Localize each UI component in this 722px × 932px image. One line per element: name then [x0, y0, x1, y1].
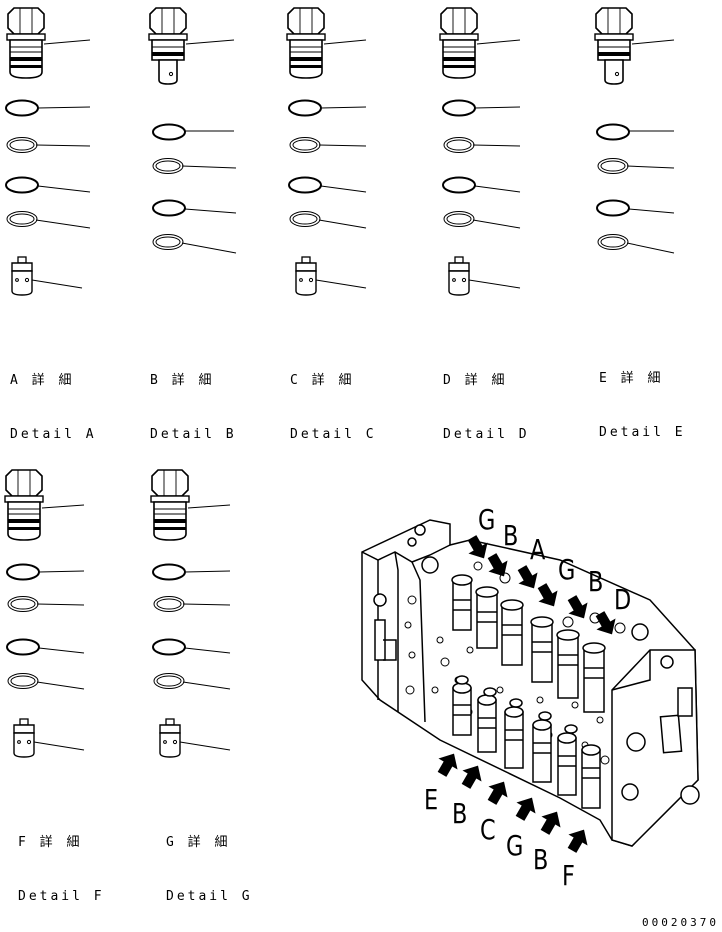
caption-detail-c: C 詳 細 Detail C: [290, 336, 377, 462]
callout-top-4: G: [558, 553, 576, 586]
detail-f-parts: [4, 469, 85, 758]
caption-jp: C 詳 細: [290, 373, 355, 388]
caption-detail-d: D 詳 細 Detail D: [443, 336, 530, 462]
callout-top-3: A: [530, 533, 546, 566]
control-valve-assembly: [361, 519, 700, 847]
detail-c-parts: [286, 7, 367, 296]
caption-detail-a: A 詳 細 Detail A: [10, 336, 97, 462]
callout-top-6: D: [614, 583, 632, 616]
callout-bottom-5: B: [533, 843, 549, 876]
callout-top-1: G: [478, 503, 496, 536]
caption-en: Detail C: [290, 427, 377, 442]
caption-en: Detail B: [150, 427, 237, 442]
callout-bottom-3: C: [480, 813, 496, 846]
caption-detail-f: F 詳 細 Detail F: [18, 798, 105, 924]
detail-a-parts: [5, 7, 91, 296]
caption-en: Detail A: [10, 427, 97, 442]
callout-bottom-6: F: [562, 859, 575, 892]
caption-jp: B 詳 細: [150, 373, 215, 388]
detail-b-parts: [148, 7, 237, 254]
document-number: 00020370: [642, 916, 719, 929]
callout-bottom-1: E: [424, 783, 439, 816]
caption-en: Detail D: [443, 427, 530, 442]
detail-g-parts: [150, 469, 231, 758]
caption-detail-b: B 詳 細 Detail B: [150, 336, 237, 462]
caption-jp: G 詳 細: [166, 835, 231, 850]
caption-en: Detail E: [599, 425, 686, 440]
caption-jp: A 詳 細: [10, 373, 75, 388]
caption-jp: F 詳 細: [18, 835, 83, 850]
caption-en: Detail F: [18, 889, 105, 904]
caption-jp: D 詳 細: [443, 373, 508, 388]
caption-detail-g: G 詳 細 Detail G: [166, 798, 253, 924]
caption-en: Detail G: [166, 889, 253, 904]
callout-top-2: B: [503, 519, 519, 552]
callout-top-5: B: [588, 565, 604, 598]
caption-detail-e: E 詳 細 Detail E: [599, 334, 686, 460]
detail-d-parts: [439, 7, 521, 296]
caption-jp: E 詳 細: [599, 371, 664, 386]
callout-bottom-4: G: [506, 829, 524, 862]
callout-bottom-2: B: [452, 797, 468, 830]
detail-e-parts: [594, 7, 675, 254]
